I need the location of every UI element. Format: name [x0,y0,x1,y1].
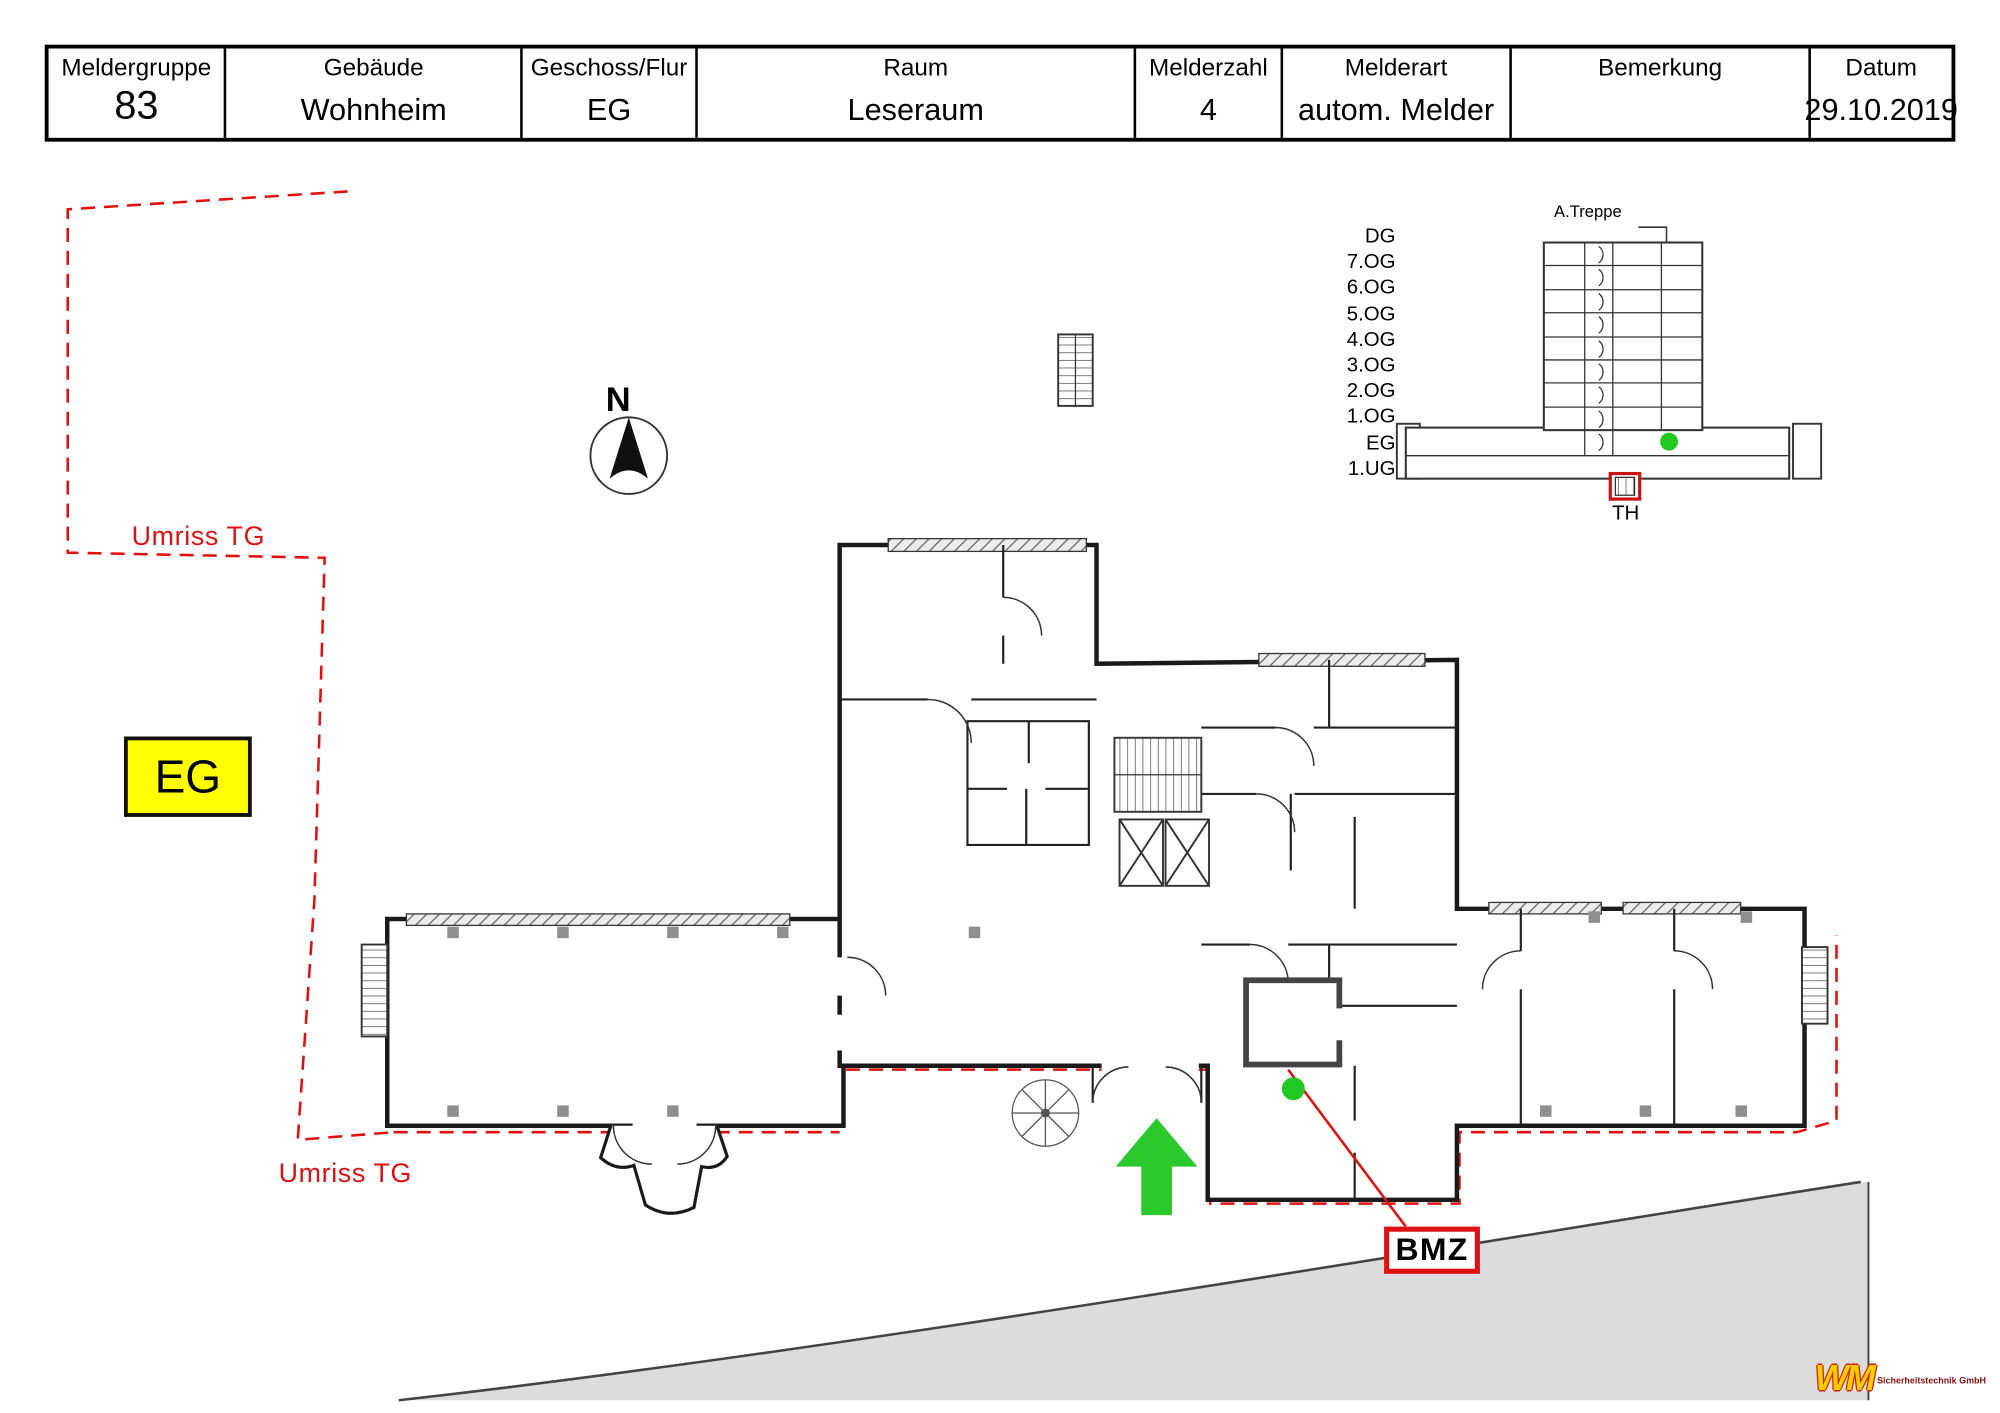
column-value: Wohnheim [300,93,447,128]
floor-label-eg: EG [1366,432,1396,454]
exterior-wall-hatching [887,538,1829,1025]
building-center [831,542,1807,1203]
floor-label-1og: 1.OG [1346,406,1396,428]
column-label: Datum [1845,54,1917,82]
column-label: Melderzahl [1149,54,1268,82]
floor-label-3og: 3.OG [1346,354,1396,377]
bmz-label: BMZ [1384,1226,1480,1274]
umriss-tg-label-bottom: Umriss TG [278,1158,413,1189]
header-cell-melderart: Melderart autom. Melder [1283,48,1512,138]
elevator-shafts-icon [1118,818,1210,887]
west-stair-icon [360,943,389,1038]
column-label: Geschoss/Flur [530,54,688,82]
north-compass [589,416,669,495]
floor-label-6og: 6.OG [1346,277,1396,300]
company-logo: WM Sicherheitstechnik GmbH [1814,1358,1995,1398]
floor-label-dg: DG [1364,225,1396,248]
column-value: 83 [114,82,159,128]
header-cell-gebaeude: Gebäude Wohnheim [227,48,524,138]
section-floor-labels: DG 7.OG 6.OG 5.OG 4.OG 3.OG 2.OG 1.OG EG… [1314,225,1396,483]
bmz-leader-line [1287,1068,1407,1228]
header-cell-bemerkung: Bemerkung [1512,48,1811,138]
column-value: autom. Melder [1298,93,1495,128]
column-value: 4 [1199,93,1217,128]
stairwell-th-label: TH [1611,502,1640,525]
stair-name-label: A.Treppe [1554,201,1622,221]
entrance-arrow [1115,1118,1198,1216]
logo-mark: WM [1814,1358,1876,1398]
column-value: 29.10.2019 [1804,93,1958,128]
header-cell-meldergruppe: Meldergruppe 83 [49,48,227,138]
north-label: N [605,380,631,419]
door-arcs [847,596,1714,1103]
column-value: Leseraum [847,93,984,128]
column-label: Meldergruppe [61,54,212,82]
upper-staircase-icon [1057,333,1094,407]
column-label: Raum [883,54,949,82]
column-label: Melderart [1344,54,1448,82]
floor-level-badge: EG [123,736,252,817]
header-cell-raum: Raum Leseraum [698,48,1137,138]
header-cell-geschoss: Geschoss/Flur EG [523,48,698,138]
building-section-diagram [1395,226,1823,501]
structural-columns [447,911,1753,1117]
floor-label-5og: 5.OG [1346,303,1396,325]
column-label: Gebäude [323,54,424,82]
entrance-porch [598,1125,729,1215]
header-cell-datum: Datum 29.10.2019 [1804,49,1958,138]
column-label: Bemerkung [1598,54,1723,82]
header-cell-melderzahl: Melderzahl 4 [1137,48,1283,138]
section-detector-dot [1660,432,1679,451]
spiral-staircase-icon [1011,1079,1080,1147]
floor-label-2og: 2.OG [1346,380,1396,403]
north-arrow-icon [609,417,648,479]
column-value: EG [586,93,632,128]
terrain-slope [398,1180,1870,1402]
main-staircase-icon [1113,736,1203,813]
tg-outline-dashed [66,190,1838,1205]
a-treppe-bracket [1638,226,1668,243]
floor-label-7og: 7.OG [1346,251,1396,274]
building-left-wing [360,913,846,1215]
floor-label-4og: 4.OG [1346,328,1396,351]
floor-label-1ug: 1.UG [1347,457,1396,480]
logo-caption: Sicherheitstechnik GmbH [1877,1377,1986,1387]
header-table: Meldergruppe 83 Gebäude Wohnheim Geschos… [44,44,1958,142]
east-stair-icon [1801,946,1829,1025]
th-shaft-icon [1608,471,1642,501]
detector-dot [1281,1077,1305,1101]
bmz-room [1243,977,1344,1068]
umriss-tg-label-top: Umriss TG [131,522,266,552]
